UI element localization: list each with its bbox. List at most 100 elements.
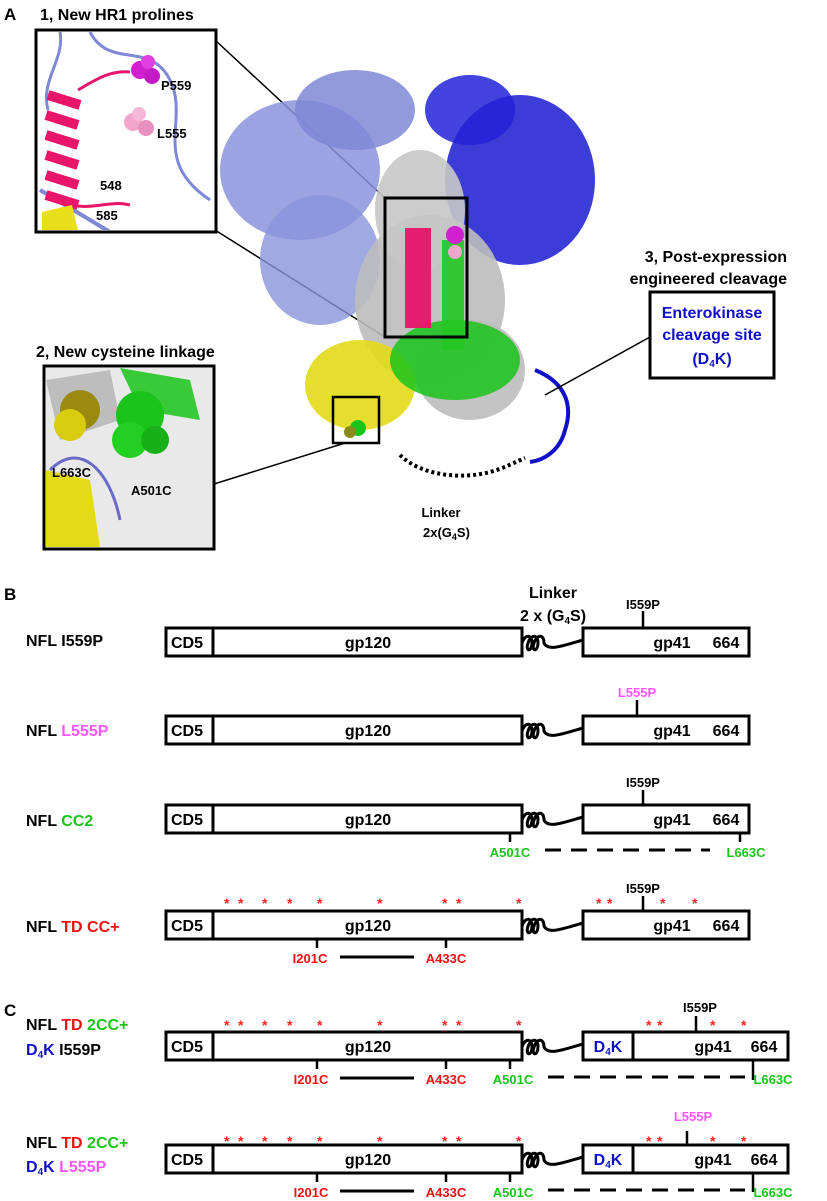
star: * [238,895,244,911]
cysteine-right-label: L663C [726,845,766,860]
cysteine-right-label: A433C [426,951,467,966]
cd5-label: CD5 [171,1039,203,1056]
construct-name-line2: D4K L555P [26,1159,107,1178]
inset2-cysteine-linkage: L663C A501C [42,364,216,551]
enterokinase-line3: (D4K) [692,351,731,370]
star: * [317,895,323,911]
linker-label-line1: Linker [421,505,460,520]
mutation-top-label: I559P [626,597,660,612]
star: * [741,1017,747,1033]
panelb-linker-line1: Linker [529,585,577,602]
star: * [224,1017,230,1033]
inset1-label-l555: L555 [157,126,187,141]
star: * [442,1133,448,1149]
star: * [377,1017,383,1033]
star: * [516,895,522,911]
construct-name: NFL L555P [26,723,109,740]
cysteine-left-label: I201C [293,951,328,966]
inset1-label-585: 585 [96,208,118,223]
gp120-label: gp120 [345,1152,391,1169]
star: * [287,1017,293,1033]
inset2-title: 2, New cysteine linkage [36,344,215,361]
construct-name: NFL I559P [26,633,103,650]
construct-name-line1: NFL TD 2CC+ [26,1017,128,1034]
star: * [516,1017,522,1033]
gp41-label: gp41 [653,812,690,829]
gp41-label: gp41 [653,723,690,740]
gp120-label: gp120 [345,1039,391,1056]
star: * [262,1133,268,1149]
cys-l663c-label: L663C [753,1072,793,1087]
panel-c-letter: C [4,1001,16,1020]
gp120-label: gp120 [345,812,391,829]
gp41-label: gp41 [694,1152,731,1169]
star: * [238,1017,244,1033]
panel-b-letter: B [4,585,16,604]
star: * [262,1017,268,1033]
cys-l663c-label: L663C [753,1185,793,1200]
star: * [516,1133,522,1149]
star: * [287,895,293,911]
inset2-label-l663c: L663C [52,465,92,480]
star: * [646,1017,652,1033]
star: * [710,1133,716,1149]
star: * [377,895,383,911]
inset3-title-line1: 3, Post-expression [645,249,787,266]
d4k-label: D4K [594,1039,623,1058]
star: * [442,1017,448,1033]
construct-name-line1: NFL TD 2CC+ [26,1135,128,1152]
enterokinase-box [648,290,776,380]
star: * [657,1017,663,1033]
star: * [287,1133,293,1149]
linker-coil [520,634,584,652]
end-664-label: 664 [713,723,740,740]
cys-i201c-label: I201C [294,1185,329,1200]
cys-a501c-label: A501C [493,1072,534,1087]
construct-nfl-td-ccplus: NFL TD CC+ * * * * * * * * * * * * * CD5… [26,881,751,966]
inset1-label-548: 548 [100,178,122,193]
star: * [657,1133,663,1149]
construct-name: NFL CC2 [26,813,93,830]
star: * [442,895,448,911]
linker-coil [520,722,584,740]
construct-nfl-i559p: NFL I559P CD5 gp120 I559P gp41 664 [26,597,751,658]
construct-nfl-td-2ccplus-d4k-l555p: NFL TD 2CC+ D4K L555P * * * * * * * * * … [26,1109,793,1200]
cysteine-left-label: A501C [490,845,531,860]
star: * [262,895,268,911]
end-664-label: 664 [713,918,740,935]
inset3-title-line2: engineered cleavage [630,271,788,288]
star: * [660,895,666,911]
mutation-stars: * * * * * * * * * * * * * [224,1017,747,1033]
end-664-label: 664 [751,1152,778,1169]
star: * [317,1017,323,1033]
end-664-label: 664 [713,635,740,652]
linker-coil [520,1151,584,1169]
enterokinase-line2: cleavage site [662,327,762,344]
cd5-label: CD5 [171,918,203,935]
linker-coil [520,811,584,829]
d4k-label: D4K [594,1152,623,1171]
star: * [646,1133,652,1149]
mutation-top-label: L555P [618,685,657,700]
gp120-label: gp120 [345,635,391,652]
cys-a501c-label: A501C [493,1185,534,1200]
star: * [317,1133,323,1149]
star: * [456,1133,462,1149]
construct-nfl-td-2ccplus-d4k-i559p: NFL TD 2CC+ D4K I559P * * * * * * * * * … [26,1000,793,1087]
star: * [456,895,462,911]
mutation-top-label: I559P [626,775,660,790]
panel-a-letter: A [4,5,16,24]
hr1-highlight-box [383,196,469,339]
star: * [224,1133,230,1149]
cd5-label: CD5 [171,1152,203,1169]
panelb-linker-line2: 2 x (G4S) [520,608,586,627]
cys-a433c-label: A433C [426,1185,467,1200]
inset2-label-a501c: A501C [131,483,172,498]
mutation-top-label: I559P [683,1000,717,1015]
linker-coil [520,917,584,935]
gp41-label: gp41 [653,918,690,935]
cd5-label: CD5 [171,812,203,829]
enterokinase-line1: Enterokinase [662,305,763,322]
construct-name: NFL TD CC+ [26,919,120,936]
